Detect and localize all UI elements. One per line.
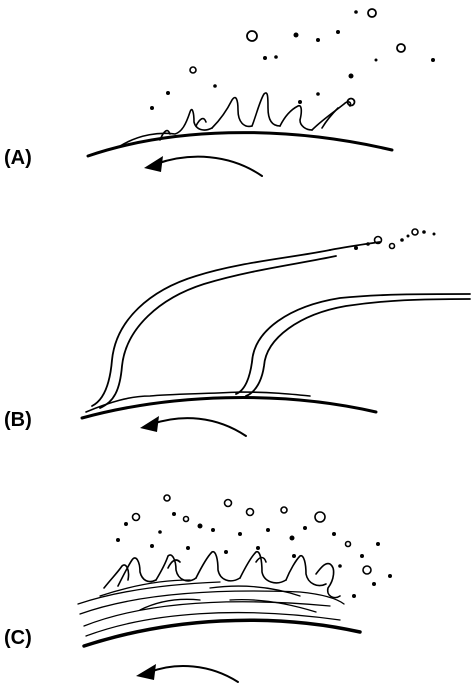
panel-b-droplets (354, 229, 436, 250)
panel-a-droplets (150, 9, 435, 110)
panel-c-film-layers (78, 580, 344, 636)
panel-c (78, 495, 392, 682)
panel-c-crests (104, 552, 340, 598)
panel-b-arrowhead (140, 416, 159, 432)
panel-a (88, 9, 435, 176)
panel-b-ligament-left (92, 242, 380, 408)
panel-label-c: (C) (4, 628, 32, 648)
panel-c-rotation-arrow (150, 666, 238, 682)
panel-b-rotation-arrow (152, 418, 246, 436)
panel-a-rotating-surface (88, 133, 392, 156)
panel-b-rotating-surface (82, 398, 376, 418)
panel-a-arrowhead (144, 156, 163, 172)
panel-a-rotation-arrow (156, 157, 262, 176)
panel-c-arrowhead (136, 664, 156, 680)
panel-b-ligament-right (236, 294, 470, 396)
panel-b (82, 229, 470, 436)
panel-label-a: (A) (4, 148, 32, 168)
panel-label-b: (B) (4, 410, 32, 430)
